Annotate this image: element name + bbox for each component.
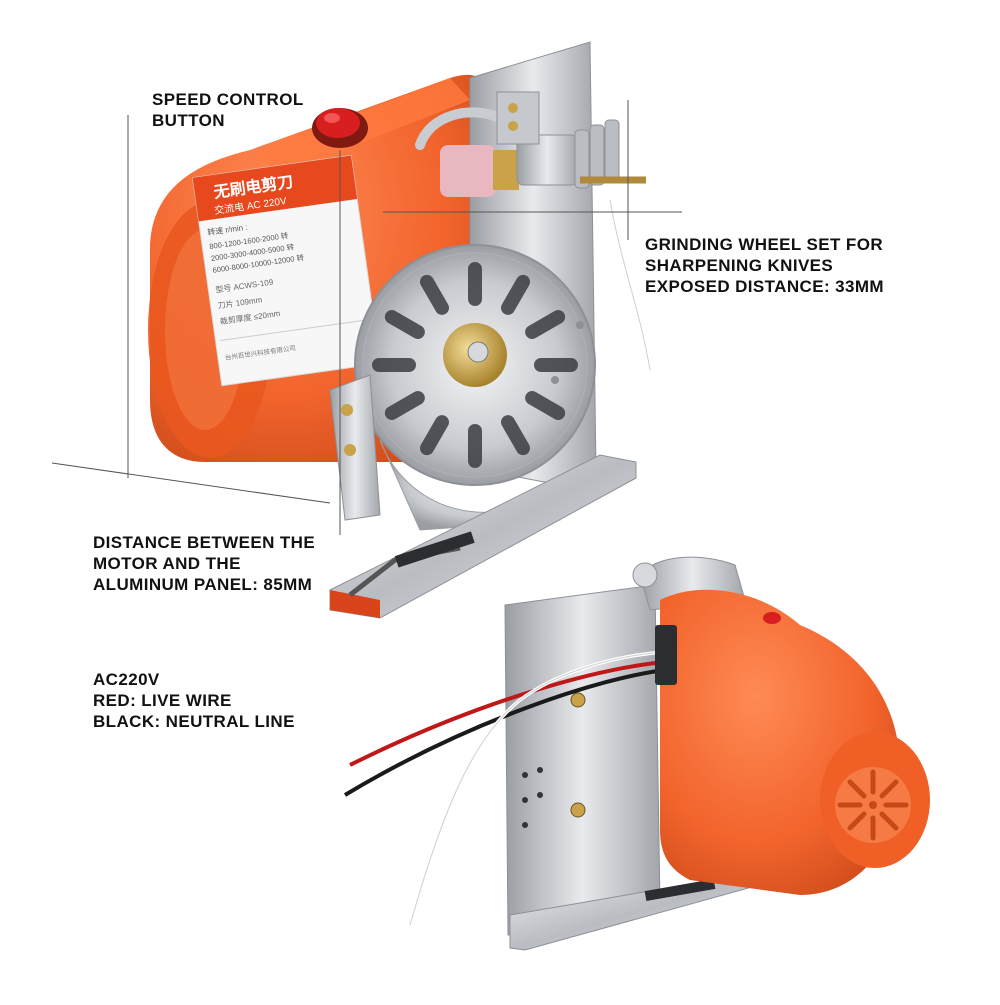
callout-dist-line-2: MOTOR AND THE (93, 554, 241, 573)
product-label: 无刷电剪刀 交流电 AC 220V 转速 r/min : 800-1200-16… (192, 154, 381, 387)
vent-grille (835, 767, 911, 843)
callout-dist-line-1: DISTANCE BETWEEN THE (93, 533, 316, 552)
grinding-stone (440, 145, 496, 197)
rear-speed-button (763, 612, 781, 624)
callout-speed-control: SPEED CONTROL BUTTON (152, 89, 304, 131)
callout-wire-line-2: RED: LIVE WIRE (93, 691, 232, 710)
callout-grind-line-2: SHARPENING KNIVES (645, 256, 834, 275)
callout-motor-distance: DISTANCE BETWEEN THE MOTOR AND THE ALUMI… (93, 532, 315, 595)
callout-speed-line-2: BUTTON (152, 111, 225, 130)
callout-dist-line-3: ALUMINUM PANEL: 85MM (93, 575, 313, 594)
rear-steel-plate (504, 584, 661, 936)
speed-control-button (316, 108, 360, 138)
black-neutral-wire (343, 668, 666, 797)
callout-wiring: AC220V RED: LIVE WIRE BLACK: NEUTRAL LIN… (93, 669, 295, 732)
callout-wire-line-1: AC220V (93, 670, 160, 689)
blade-guard (354, 244, 596, 486)
grinding-wheel-assembly (415, 91, 646, 197)
callout-wire-line-3: BLACK: NEUTRAL LINE (93, 712, 295, 731)
callout-speed-line-1: SPEED CONTROL (152, 90, 304, 109)
leader-lines (51, 100, 682, 535)
callout-grinding-wheel: GRINDING WHEEL SET FOR SHARPENING KNIVES… (645, 234, 884, 297)
rear-view-cutter (343, 556, 930, 951)
front-view-cutter: 无刷电剪刀 交流电 AC 220V 转速 r/min : 800-1200-16… (148, 41, 652, 619)
callout-grind-line-3: EXPOSED DISTANCE: 33MM (645, 277, 884, 296)
callout-grind-line-1: GRINDING WHEEL SET FOR (645, 235, 883, 254)
